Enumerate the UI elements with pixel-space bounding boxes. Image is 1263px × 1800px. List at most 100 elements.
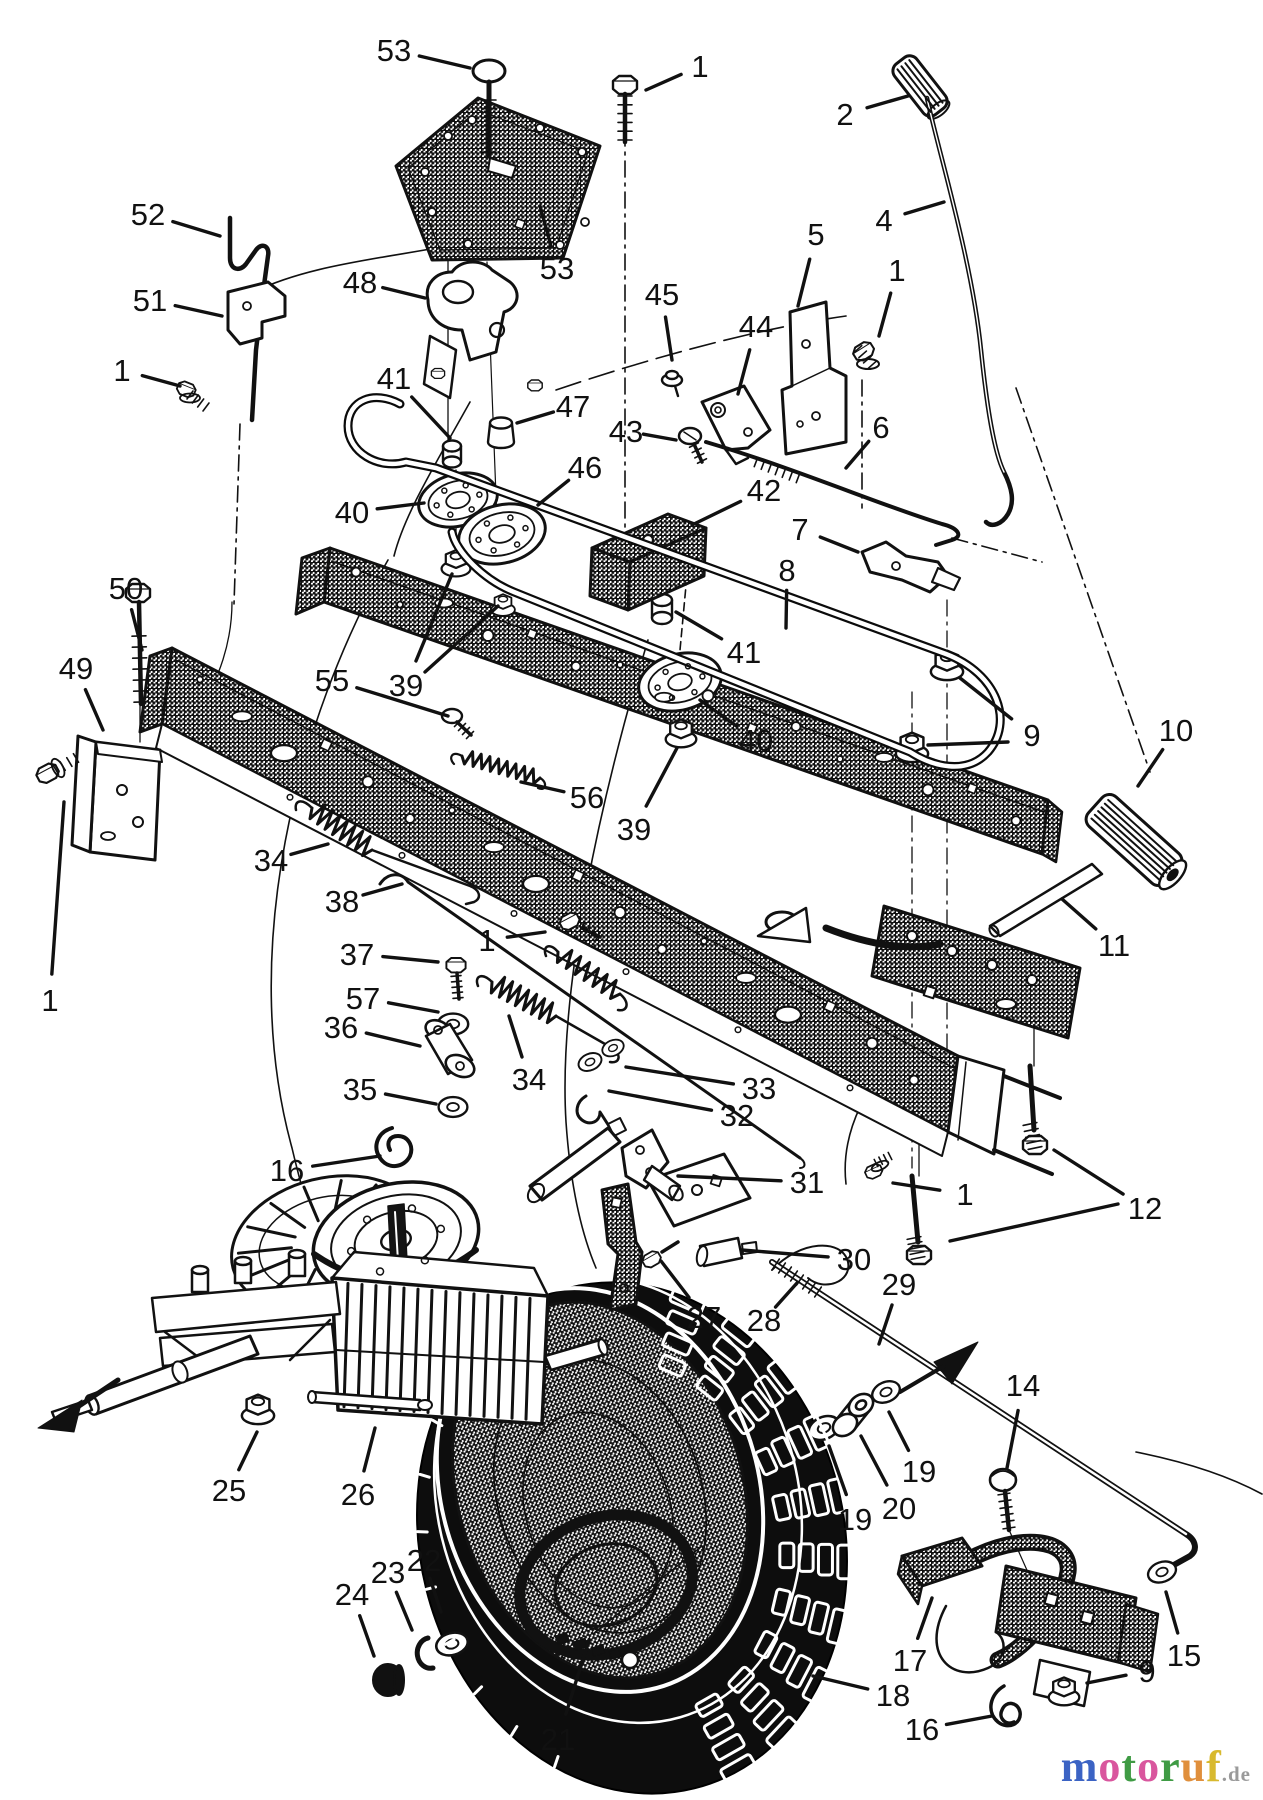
callout: 1 [877, 253, 906, 338]
callout-label: 35 [343, 1072, 377, 1107]
screw [639, 1240, 680, 1271]
callout-label: 14 [1006, 1368, 1040, 1403]
shoulder-bolt [1021, 1063, 1049, 1156]
flange-nut [490, 593, 516, 617]
callout-label: 1 [888, 253, 905, 288]
callout-label: 46 [568, 450, 602, 485]
logo-letter: o [1098, 1742, 1122, 1791]
callout: 40 [335, 495, 426, 530]
callout-label: 16 [270, 1153, 304, 1188]
logo-letter: u [1180, 1742, 1207, 1791]
callout: 53 [538, 204, 574, 286]
callout-label: 47 [556, 389, 590, 424]
callout: 4 [875, 200, 946, 238]
trunnion [695, 1236, 758, 1268]
callout: 55 [315, 663, 450, 718]
callout: 44 [736, 309, 773, 396]
washer [598, 1035, 628, 1061]
flange-nut [664, 718, 698, 749]
callout: 31 [676, 1165, 824, 1200]
callout: 34 [254, 842, 330, 878]
callout: 1 [113, 353, 182, 388]
callout-label: 30 [837, 1242, 871, 1277]
callout: 17 [893, 1596, 934, 1678]
callout-label: 52 [131, 197, 165, 232]
callout: 19 [887, 1410, 936, 1489]
j-hook [374, 1126, 414, 1168]
callout: 9 [1085, 1654, 1156, 1689]
leader-line [948, 1202, 1120, 1243]
callout: 26 [341, 1426, 377, 1512]
callout-label: 32 [720, 1098, 754, 1133]
callout: 52 [131, 197, 222, 238]
callout: 35 [343, 1072, 438, 1107]
callout: 24 [335, 1577, 376, 1658]
callout: 43 [609, 414, 678, 449]
lift-rod [227, 215, 271, 423]
flange-nut [1047, 1676, 1081, 1707]
cross-shaft [526, 1126, 622, 1204]
callout: 20 [859, 1434, 916, 1526]
callout: 10 [1136, 713, 1193, 788]
pedal-assembly [896, 1533, 1160, 1708]
callout-label: 48 [343, 265, 377, 300]
transaxle [50, 1174, 609, 1426]
callout: 45 [645, 277, 679, 362]
callout: 6 [844, 410, 890, 470]
callout-label: 43 [609, 414, 643, 449]
belt-keeper-bracket [588, 512, 708, 612]
mount-bracket [70, 734, 163, 862]
callout: 23 [371, 1555, 414, 1632]
callout: 7 [791, 512, 860, 554]
callout-label: 29 [882, 1267, 916, 1302]
hex-bolt [445, 957, 467, 1001]
assembly-arrow [37, 1377, 121, 1433]
callout: 39 [617, 746, 679, 847]
callout: 32 [607, 1089, 754, 1133]
callout-label: 9 [1138, 1654, 1155, 1689]
pivot-bracket [226, 280, 287, 346]
callout: 51 [133, 283, 224, 318]
logo-letter: t [1121, 1742, 1138, 1791]
wire-clip [771, 1244, 850, 1286]
callout-label: 2 [836, 97, 853, 132]
callout-label: 36 [324, 1010, 358, 1045]
assembly-arrow [898, 1341, 979, 1394]
callout-label: 19 [902, 1454, 936, 1489]
callout-label: 33 [742, 1071, 776, 1106]
callout-label: 34 [254, 843, 288, 878]
callout: 21 [541, 1638, 591, 1757]
link-strap [700, 384, 772, 466]
callout-label: 57 [346, 981, 380, 1016]
logo-domain-suffix: .de [1221, 1762, 1251, 1786]
callout: 16 [270, 1153, 382, 1188]
e-clip [414, 1635, 436, 1671]
callout-label: 4 [875, 203, 892, 238]
callout: 39 [389, 572, 454, 703]
callout: 9 [958, 676, 1041, 753]
screw [988, 1467, 1018, 1533]
callout-label: 10 [1159, 713, 1193, 748]
callout-label: 42 [747, 473, 781, 508]
callout: 41 [674, 610, 761, 670]
frame-extension-plate [756, 904, 1082, 1040]
callout-label: 37 [340, 937, 374, 972]
callout-label: 39 [389, 668, 423, 703]
callout: 30 [740, 1242, 871, 1277]
push-nut [660, 369, 684, 398]
callout: 14 [1005, 1368, 1040, 1470]
callout-label: 56 [570, 780, 604, 815]
handle-rod [988, 862, 1104, 938]
axle-cap [372, 1663, 405, 1697]
callout: 50 [109, 571, 144, 652]
hex-bolt [556, 909, 602, 939]
flange-nut [240, 1393, 276, 1426]
callout-label: 45 [645, 277, 679, 312]
axle-stub [543, 1338, 609, 1372]
motoruf-logo[interactable]: motoruf.de [1061, 1741, 1251, 1792]
callout-label: 26 [341, 1477, 375, 1512]
logo-letter: m [1060, 1742, 1099, 1791]
callout: 1 [644, 49, 709, 92]
callout: 37 [340, 937, 440, 972]
